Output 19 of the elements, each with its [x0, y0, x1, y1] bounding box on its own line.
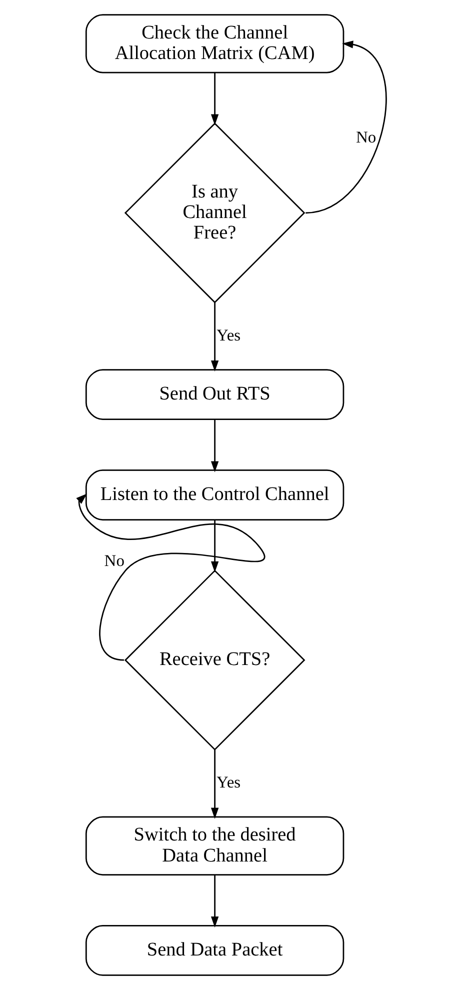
arrow	[210, 875, 218, 928]
edge-label: Yes	[216, 325, 240, 344]
node-box: Send Data Packet	[84, 925, 344, 976]
arrow	[210, 520, 218, 572]
arrow	[210, 750, 218, 819]
edge-label: No	[104, 550, 124, 570]
edge-label: No	[355, 128, 376, 147]
arrow	[305, 40, 386, 214]
arrow	[76, 494, 264, 661]
node-box: Switch to the desired Data Channel	[84, 816, 344, 876]
node-box: Check the Channel Allocation Matrix (CAM)	[84, 14, 344, 74]
arrow	[210, 302, 218, 372]
edge-label: Yes	[216, 772, 240, 792]
node-diamond: Receive CTS?	[124, 570, 305, 751]
node-box: Listen to the Control Channel	[84, 470, 344, 520]
node-diamond: Is any Channel Free?	[124, 122, 305, 304]
node-box: Send Out RTS	[84, 369, 344, 420]
arrow	[210, 420, 218, 472]
arrow	[210, 72, 218, 126]
